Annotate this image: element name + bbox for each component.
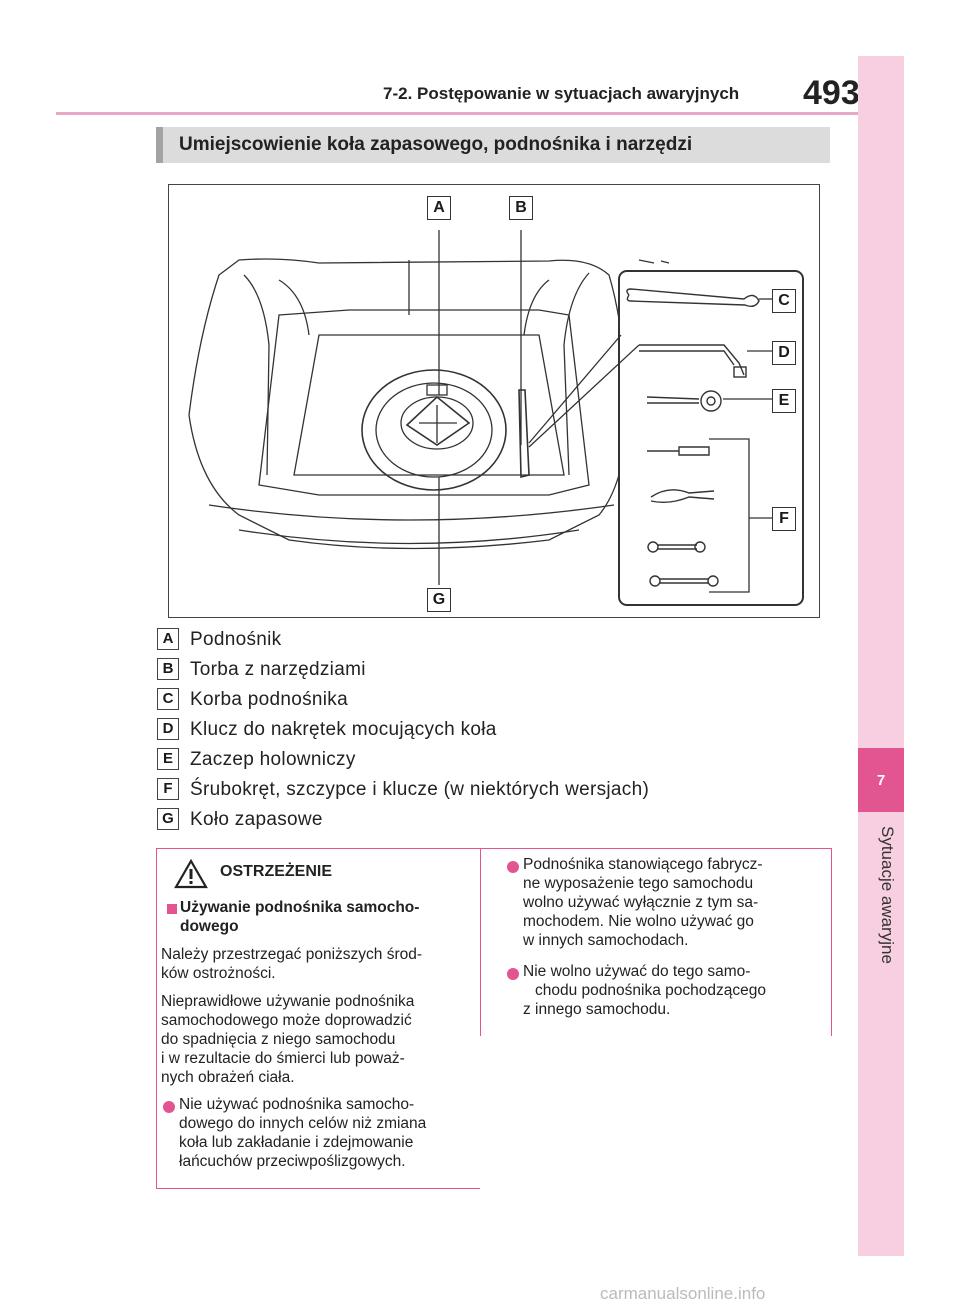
legend-text: Koło zapasowe [190, 809, 323, 830]
chapter-number-tab[interactable]: 7 [858, 748, 904, 812]
warning-box: OSTRZEŻENIE Używanie podnośnika samocho-… [156, 848, 832, 1189]
warning-para1-line1: Należy przestrzegać poniższych środ- [161, 946, 423, 963]
warning-bullet1-line3: koła lub zakładanie i zdejmowanie [179, 1134, 414, 1151]
warning-triangle-icon [174, 859, 208, 889]
legend-letter: D [157, 718, 179, 740]
warning-header: OSTRZEŻENIE [157, 849, 480, 892]
warning-bullet2-line3: wolno używać wyłącznie z tym sa- [523, 894, 759, 911]
dot-bullet-icon [507, 968, 519, 980]
legend-text: Podnośnik [190, 629, 282, 650]
legend-letter: F [157, 778, 179, 800]
warning-para2-line4: i w rezultacie do śmierci lub poważ- [161, 1050, 405, 1067]
section-title: Umiejscowienie koła zapasowego, podnośni… [179, 134, 693, 155]
warning-para2-line1: Nieprawidłowe używanie podnośnika [161, 993, 415, 1010]
callout-a: A [427, 196, 451, 220]
trunk-illustration [188, 230, 804, 606]
warning-bullet3-line2: chodu podnośnika pochodzącego [535, 982, 766, 999]
legend-letter: B [157, 658, 179, 680]
watermark: carmanualsonline.info [600, 1284, 766, 1303]
legend-letter: G [157, 808, 179, 830]
legend-letter: C [157, 688, 179, 710]
running-header: 7-2. Postępowanie w sytuacjach awaryjnyc… [383, 84, 740, 103]
spare-wheel-figure: A B C D E F G [168, 184, 820, 618]
legend-text: Klucz do nakrętek mocujących koła [190, 719, 497, 740]
callout-c: C [772, 289, 796, 313]
warning-bullet2-line2: ne wyposażenie tego samochodu [523, 875, 754, 892]
warning-right-blank [480, 1036, 832, 1189]
warning-bullet1-line2: dowego do innych celów niż zmiana [179, 1115, 427, 1132]
warning-bullet2-line5: w innych samochodach. [523, 932, 689, 949]
warning-divider [480, 849, 481, 1189]
page-number: 493 [803, 74, 860, 112]
warning-para2-line3: do spadnięcia z niego samochodu [161, 1031, 396, 1048]
warning-heading-line2: dowego [180, 918, 239, 935]
legend-text: Korba podnośnika [190, 689, 348, 710]
warning-bullet2-line1: Podnośnika stanowiącego fabrycz- [523, 856, 763, 873]
callout-e: E [772, 389, 796, 413]
legend-text: Zaczep holowniczy [190, 749, 356, 770]
chapter-name: Sytuacje awaryjne [878, 826, 897, 964]
warning-bullet1-line1: Nie używać podnośnika samocho- [179, 1096, 415, 1113]
callout-g: G [427, 588, 451, 612]
warning-para2-line5: nych obrażeń ciała. [161, 1069, 295, 1086]
legend-letter: A [157, 628, 179, 650]
callout-d: D [772, 341, 796, 365]
warning-para2-line2: samochodowego może doprowadzić [161, 1012, 412, 1029]
warning-label: OSTRZEŻENIE [220, 863, 333, 880]
warning-bullet3-line3: z innego samochodu. [523, 1001, 671, 1018]
warning-bullet1-line4: łańcuchów przeciwpoślizgowych. [179, 1153, 406, 1170]
callout-f: F [772, 507, 796, 531]
chapter-band [858, 56, 904, 1256]
dot-bullet-icon [163, 1101, 175, 1113]
legend-letter: E [157, 748, 179, 770]
callout-b: B [509, 196, 533, 220]
legend-text: Torba z narzędziami [190, 659, 366, 680]
section-title-bar: Umiejscowienie koła zapasowego, podnośni… [156, 127, 830, 163]
warning-bullet3-line1: Nie wolno używać do tego samo- [523, 963, 751, 980]
dot-bullet-icon [507, 861, 519, 873]
header-rule [56, 112, 858, 115]
warning-bullet2-line4: mochodem. Nie wolno używać go [523, 913, 754, 930]
warning-heading-line1: Używanie podnośnika samocho- [180, 899, 420, 916]
warning-para1-line2: ków ostrożności. [161, 965, 276, 982]
square-bullet-icon [167, 904, 177, 914]
legend-text: Śrubokręt, szczypce i klucze (w niektóry… [190, 779, 650, 800]
